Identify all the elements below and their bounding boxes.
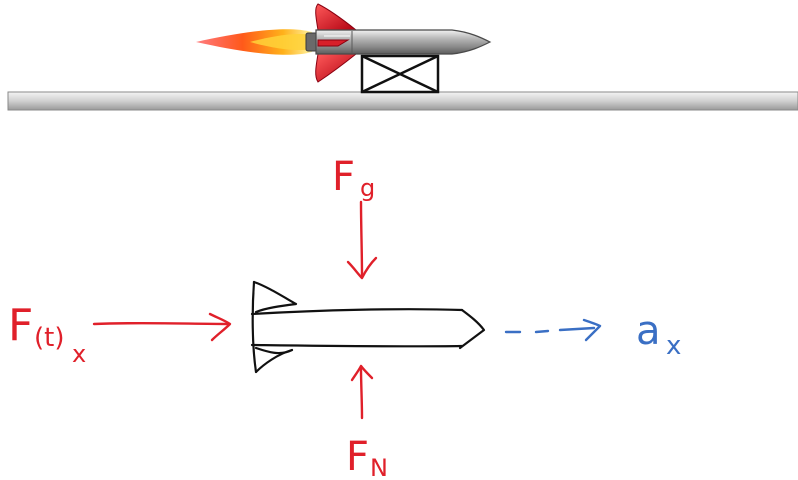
- gravity-force-symbol: F: [332, 154, 355, 200]
- acceleration-symbol: a: [636, 308, 661, 354]
- rocket-fin-bottom: [315, 53, 358, 83]
- rocket-fin-top: [315, 3, 358, 31]
- normal-force-subscript: N: [370, 454, 388, 480]
- thrust-force-symbol: F: [8, 300, 33, 351]
- thrust-force-subscript: x: [72, 340, 86, 368]
- launch-stand: [360, 54, 440, 94]
- normal-force-symbol: F: [346, 434, 369, 480]
- gravity-arrow: [346, 200, 378, 280]
- label-acceleration: a x: [636, 308, 681, 361]
- gravity-force-subscript: g: [360, 174, 375, 202]
- label-normal-force: F N: [346, 434, 388, 480]
- label-thrust-force: F (t) x: [8, 300, 86, 368]
- thrust-force-parenthetical: (t): [34, 323, 64, 353]
- rocket-body: [315, 29, 492, 55]
- normal-force-arrow: [350, 364, 374, 420]
- rocket-fin-center: [317, 39, 350, 47]
- rocket-illustration: [7, 3, 798, 111]
- label-gravity-force: F g: [332, 154, 375, 202]
- rocket-sketch: [250, 280, 486, 374]
- acceleration-subscript: x: [666, 331, 681, 361]
- acceleration-arrow: [504, 318, 602, 342]
- thrust-arrow: [92, 312, 232, 342]
- ground-rail: [7, 91, 798, 111]
